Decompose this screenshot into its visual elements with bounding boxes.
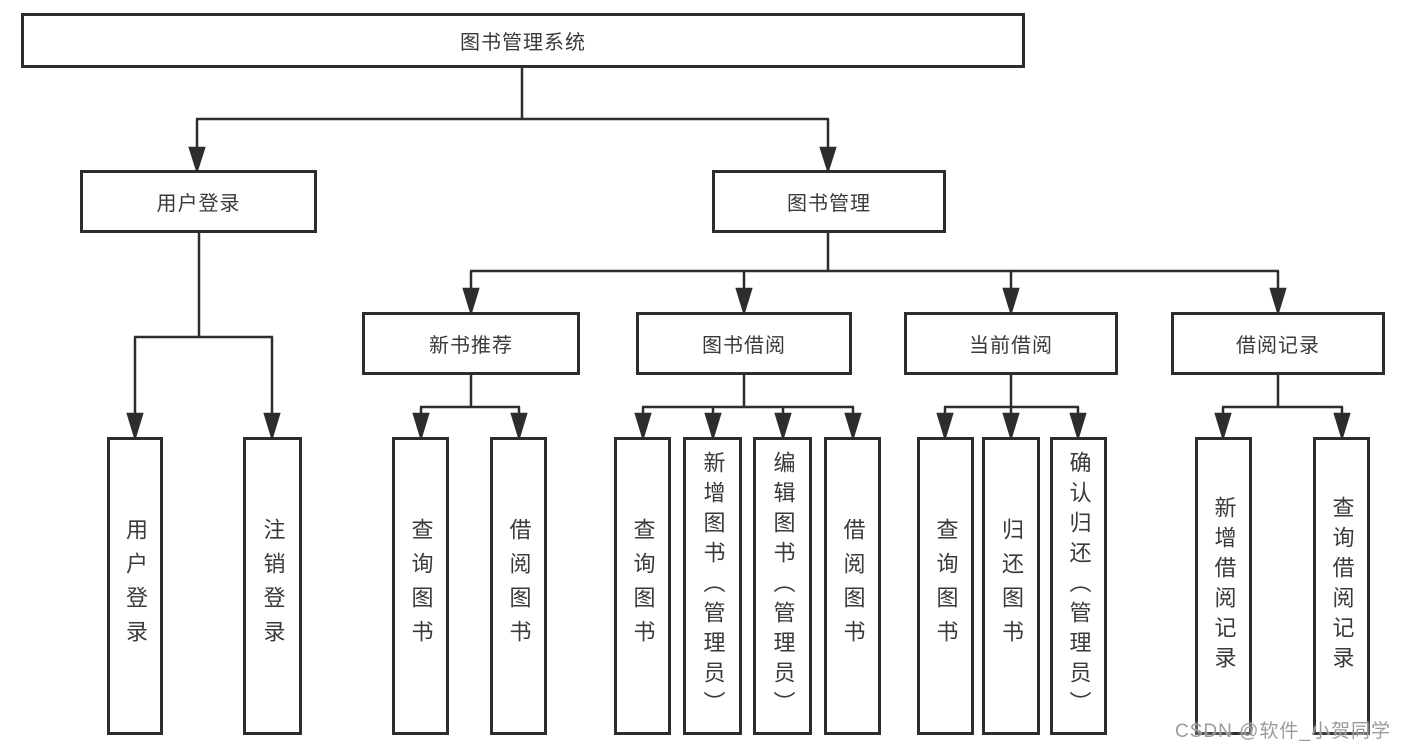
leaf-return-books: 归还图书 — [982, 437, 1040, 735]
connector-root-to-level1 — [188, 68, 837, 175]
leaf-add-borrow-record-label: 新增借阅记录 — [1211, 496, 1237, 676]
leaf-borrow-books-label: 借阅图书 — [840, 518, 866, 654]
node-root-label: 图书管理系统 — [460, 32, 586, 54]
node-root-library-system: 图书管理系统 — [21, 13, 1025, 68]
node-book-borrowing-label: 图书借阅 — [702, 335, 786, 357]
leaf-logout-label: 注销登录 — [260, 518, 286, 654]
leaf-logout: 注销登录 — [243, 437, 302, 735]
leaf-edit-books-admin-label: 编辑图书（管理员） — [770, 451, 796, 721]
leaf-query-books-borrow: 查询图书 — [614, 437, 671, 735]
csdn-watermark: CSDN @软件_小贺同学 — [1175, 721, 1391, 742]
connector-current-to-leaves — [936, 375, 1087, 442]
node-user-login: 用户登录 — [80, 170, 317, 233]
leaf-borrow-books: 借阅图书 — [824, 437, 881, 735]
node-book-borrowing: 图书借阅 — [636, 312, 852, 375]
node-user-login-label: 用户登录 — [156, 193, 241, 215]
leaf-query-borrow-record-label: 查询借阅记录 — [1329, 496, 1355, 676]
connector-records-to-leaves — [1214, 375, 1351, 442]
node-new-book-recommendation-label: 新书推荐 — [429, 335, 513, 357]
node-borrowing-records-label: 借阅记录 — [1236, 335, 1320, 357]
leaf-query-books-recommend: 查询图书 — [392, 437, 449, 735]
leaf-confirm-return-admin: 确认归还（管理员） — [1050, 437, 1107, 735]
leaf-borrow-books-recommend: 借阅图书 — [490, 437, 547, 735]
leaf-add-books-admin: 新增图书（管理员） — [683, 437, 742, 735]
connector-newbook-to-leaves — [412, 375, 528, 442]
leaf-query-books-recommend-label: 查询图书 — [408, 518, 434, 654]
connector-userlogin-to-leaves — [126, 233, 281, 442]
leaf-user-login: 用户登录 — [107, 437, 163, 735]
leaf-query-books-borrow-label: 查询图书 — [630, 518, 656, 654]
connector-borrow-to-leaves — [634, 375, 862, 442]
node-borrowing-records: 借阅记录 — [1171, 312, 1385, 375]
leaf-query-borrow-record: 查询借阅记录 — [1313, 437, 1370, 735]
leaf-edit-books-admin: 编辑图书（管理员） — [753, 437, 812, 735]
node-new-book-recommendation: 新书推荐 — [362, 312, 580, 375]
node-current-borrowing-label: 当前借阅 — [969, 335, 1053, 357]
leaf-query-books-current-label: 查询图书 — [933, 518, 959, 654]
node-current-borrowing: 当前借阅 — [904, 312, 1118, 375]
node-book-management: 图书管理 — [712, 170, 946, 233]
leaf-add-borrow-record: 新增借阅记录 — [1195, 437, 1252, 735]
node-book-management-label: 图书管理 — [787, 193, 871, 215]
connector-bookmgmt-to-level2 — [462, 233, 1287, 317]
leaf-query-books-current: 查询图书 — [917, 437, 974, 735]
leaf-user-login-label: 用户登录 — [123, 518, 148, 654]
leaf-confirm-return-admin-label: 确认归还（管理员） — [1066, 451, 1092, 721]
leaf-return-books-label: 归还图书 — [999, 518, 1024, 654]
leaf-add-books-admin-label: 新增图书（管理员） — [700, 451, 726, 721]
leaf-borrow-books-recommend-label: 借阅图书 — [506, 518, 532, 654]
